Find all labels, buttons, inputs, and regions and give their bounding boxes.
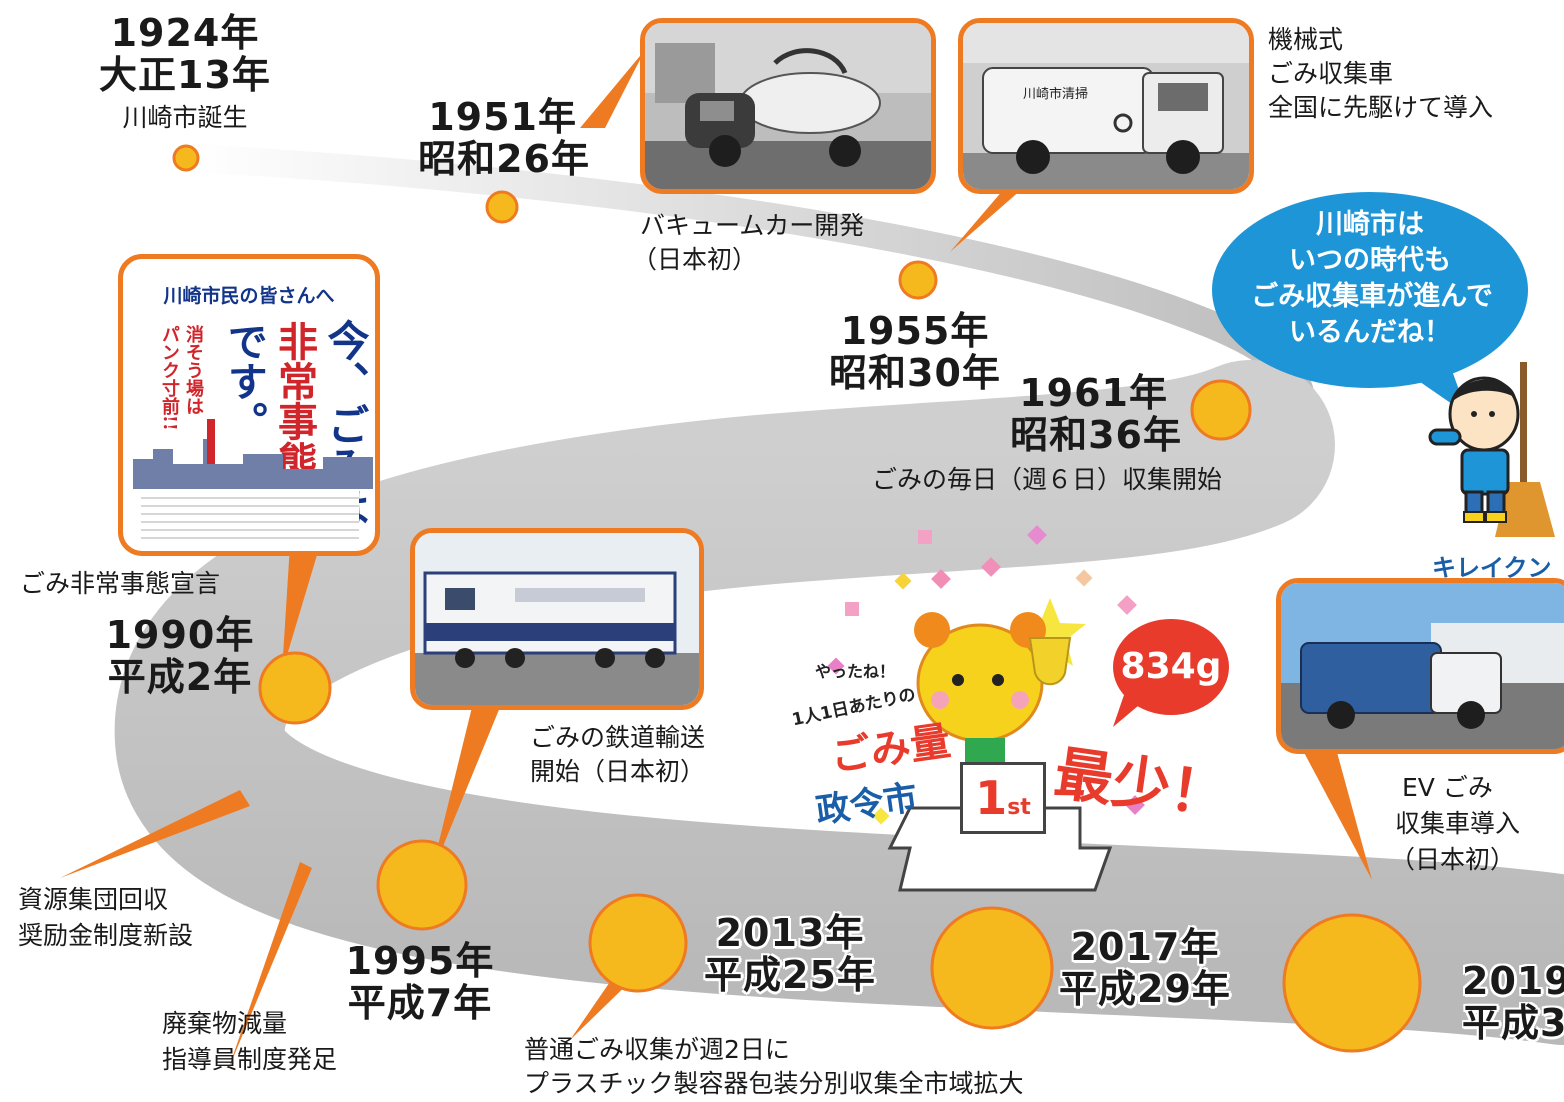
mascot-name: キレイクン [1432,554,1552,582]
era-showa36: 昭和36年 [1010,413,1182,457]
poster-fine-print [141,491,359,541]
event-daily-collection: ごみの毎日（週６日）収集開始 [872,465,1223,494]
year-1961: 1961年 [1019,371,1168,415]
ev-truck-image [1281,583,1564,749]
era-showa26: 昭和26年 [418,137,590,181]
bubble-line-4: いるんだね！ [1289,317,1451,348]
event-vacuum-car-note: （日本初） [632,245,758,274]
photo-mechanical-truck: 川崎市清掃 [958,18,1254,194]
event-rail-transport-2: 開始（日本初） [530,757,706,786]
era-heisei25: 平成25年 [704,953,876,997]
event-ev-3: （日本初） [1390,845,1516,874]
poster-col-e: パンク寸前!! [159,325,180,431]
bubble-line-1: 川崎市は [1316,209,1424,240]
era-showa30: 昭和30年 [829,351,1001,395]
award-graphic [887,598,1113,892]
year-2013: 2013年 [715,911,865,955]
emergency-poster: 川崎市民の皆さんへ 今、ごみは 非常事態 です。 消そう場は パンク寸前!! [118,254,380,556]
bubble-line-2: いつの時代も [1289,245,1451,276]
vacuum-car-image [645,23,931,189]
mechanical-truck-image: 川崎市清掃 [963,23,1249,189]
award-badge [1113,619,1229,727]
poster-col-d: 消そう場は [183,325,204,415]
year-2017: 2017年 [1070,925,1220,969]
award-amount: 834g [1120,646,1222,687]
photo-ev-truck [1276,578,1564,754]
era-heisei2: 平成2年 [107,655,253,699]
poster-skyline [133,419,373,489]
award-rank-box: 1st [960,762,1046,834]
award-rank: 1 [975,771,1008,825]
era-taisho13: 大正13年 [99,53,271,97]
award-rank-suffix: st [1007,795,1031,820]
photo-train [410,528,704,710]
event-haiki-2: 指導員制度発足 [162,1045,338,1074]
event-ev-2: 収集車導入 [1395,809,1521,838]
poster-title: 川崎市民の皆さんへ [163,285,335,307]
photo-vacuum-car [640,18,936,194]
era-heisei29: 平成29年 [1059,967,1231,1011]
event-mechanical-3: 全国に先駆けて導入 [1268,93,1494,122]
kireikun-mascot [1428,362,1555,537]
year-1990: 1990年 [105,613,255,657]
train-image [415,533,699,705]
event-haiki-1: 廃棄物減量 [162,1009,288,1038]
event-mechanical-2: ごみ収集車 [1268,59,1394,88]
event-2013-2: プラスチック製容器包装分別収集全市域拡大 [524,1069,1024,1098]
event-shigen-2: 奨励金制度新設 [18,921,194,950]
event-rail-transport-1: ごみの鉄道輸送 [530,723,706,752]
poster-col-c: です。 [221,321,268,441]
year-2019: 2019 [1462,960,1564,1002]
event-2013-1: 普通ごみ収集が週2日に [524,1035,790,1064]
event-ev-1: EV ごみ [1402,773,1493,802]
confetti [827,525,1145,825]
event-shigen-1: 資源集団回収 [18,885,169,914]
event-mechanical-1: 機械式 [1268,25,1344,54]
truck-side-sign: 川崎市清掃 [1023,86,1088,102]
event-emergency: ごみ非常事態宣言 [20,569,221,598]
year-1955: 1955年 [840,309,990,353]
era-heisei31: 平成3 [1462,1002,1564,1044]
award-yatta: やったね！ [815,662,896,681]
year-1951: 1951年 [428,95,577,139]
era-heisei7: 平成7年 [347,981,493,1025]
year-1924: 1924年 [110,11,260,55]
bubble-line-3: ごみ収集車が進んで [1251,281,1493,312]
event-vacuum-car: バキュームカー開発 [640,211,865,240]
event-city-founded: 川崎市誕生 [122,103,248,132]
year-1995: 1995年 [345,939,495,983]
